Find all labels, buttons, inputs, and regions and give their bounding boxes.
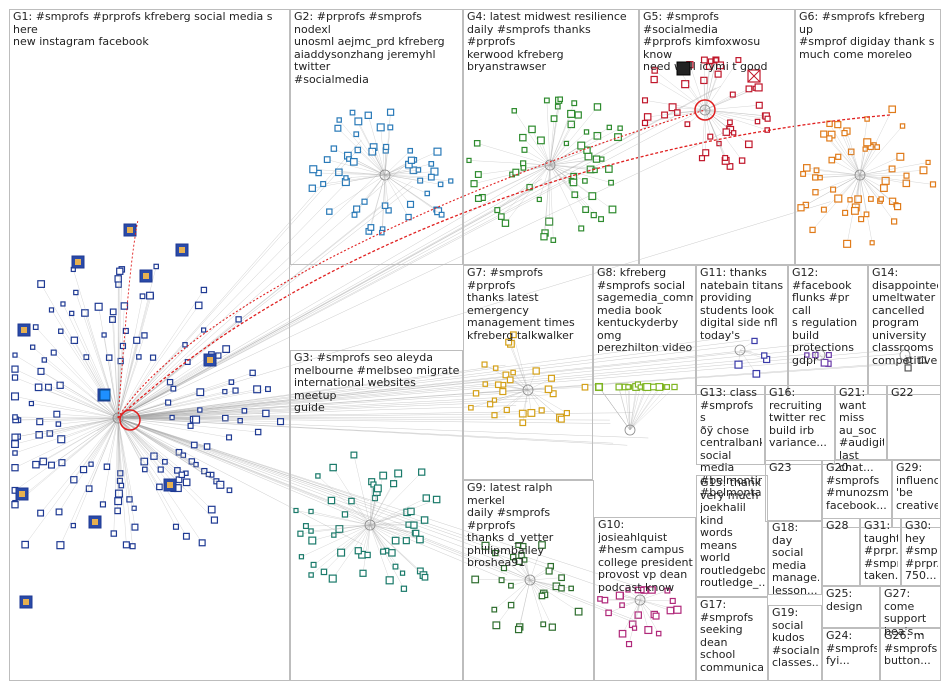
group-label: G8: kfreberg #smprofs social sagemedia_c… xyxy=(597,267,693,354)
group-label: G19: social kudos #socialm... classes... xyxy=(772,607,819,669)
group-cell-g8: G8: kfreberg #smprofs social sagemedia_c… xyxy=(593,265,696,395)
group-cell-g19: G19: social kudos #socialm... classes... xyxy=(768,605,822,681)
group-cell-g6: G6: #smprofs kfreberg up #smprof digiday… xyxy=(795,9,941,265)
group-label: G7: #smprofs #prprofs thanks latest emer… xyxy=(467,267,575,342)
group-label: G9: latest ralph merkel daily #smprofs #… xyxy=(467,482,554,569)
group-cell-g21: G21: want miss au_soc #audigit... last c… xyxy=(835,385,887,474)
group-label: G21: want miss au_soc #audigit... last c… xyxy=(839,387,884,474)
group-label: G20: #smprofs #munozsm19 facebook... xyxy=(826,462,889,512)
group-cell-g18: G18: day social media manage... lesson..… xyxy=(768,520,822,597)
group-cell-g4: G4: latest midwest resilience daily #smp… xyxy=(463,9,639,265)
group-cell-g30: G30: hey #smpr... #prpr... 750... xyxy=(901,518,941,586)
group-cell-g11: G11: thanks natebain titans providing st… xyxy=(696,265,788,395)
group-cell-g2: G2: #prprofs #smprofs nodexl unosml aejm… xyxy=(290,9,463,265)
group-label: G5: #smprofs #socialmedia #prprofs kimfo… xyxy=(643,11,768,73)
group-label: G24: #smprofs fyi... xyxy=(826,630,877,667)
group-cell-g7: G7: #smprofs #prprofs thanks latest emer… xyxy=(463,265,593,480)
group-cell-g3: G3: #smprofs seo aleyda melbourne #melbs… xyxy=(290,350,463,681)
group-label: G23 xyxy=(769,462,792,474)
group-cell-g22: G22 xyxy=(887,385,941,460)
group-cell-g16: G16: recruiting twitter rec build irb va… xyxy=(765,385,835,465)
group-cell-g12: G12: #facebook flunks #pr call s regulat… xyxy=(788,265,868,395)
group-label: G10: josieahlquist #hesm campus college … xyxy=(598,519,693,594)
group-label: G1: #smprofs #prprofs kfreberg social me… xyxy=(13,11,273,48)
group-label: G15: thank very much joekhalil kind word… xyxy=(700,477,765,589)
group-label: G28 xyxy=(826,520,849,532)
group-label: G2: #prprofs #smprofs nodexl unosml aejm… xyxy=(294,11,445,86)
group-label: G14: disappointed umeltwater cancelled p… xyxy=(872,267,938,367)
group-cell-g9: G9: latest ralph merkel daily #smprofs #… xyxy=(463,480,594,681)
group-label: G27: come support bea's... xyxy=(884,588,927,638)
group-cell-g5: G5: #smprofs #socialmedia #prprofs kimfo… xyxy=(639,9,795,265)
group-label: G4: latest midwest resilience daily #smp… xyxy=(467,11,627,73)
group-cell-g17: G17: #smprofs seeking dean school commun… xyxy=(696,597,768,681)
group-label: G11: thanks natebain titans providing st… xyxy=(700,267,784,342)
group-label: G29: influenc... 'be creative... xyxy=(896,462,938,512)
group-cell-g15: G15: thank very much joekhalil kind word… xyxy=(696,475,768,597)
group-cell-g26: G26: m #smprofs button... xyxy=(880,628,941,681)
group-label: G31: taught #prpr... #smpr... taken... xyxy=(864,520,898,582)
group-cell-g10: G10: josieahlquist #hesm campus college … xyxy=(594,517,696,681)
group-label: G18: day social media manage... lesson..… xyxy=(772,522,819,597)
group-label: G26: m #smprofs button... xyxy=(884,630,938,667)
group-label: G6: #smprofs kfreberg up #smprof digiday… xyxy=(799,11,935,61)
group-label: G16: recruiting twitter rec build irb va… xyxy=(769,387,827,449)
group-label: G13: class #smprofs s ðÿ chose centralba… xyxy=(700,387,762,499)
group-cell-g29: G29: influenc... 'be creative... xyxy=(892,460,941,528)
group-cell-g28: G28 xyxy=(822,518,860,586)
group-cell-g24: G24: #smprofs fyi... xyxy=(822,628,880,681)
group-cell-g20: G20: #smprofs #munozsm19 facebook... xyxy=(822,460,892,528)
group-cell-g27: G27: come support bea's... xyxy=(880,586,941,637)
group-cell-g14: G14: disappointed umeltwater cancelled p… xyxy=(868,265,941,395)
group-label: G30: hey #smpr... #prpr... 750... xyxy=(905,520,938,582)
group-cell-g25: G25: design xyxy=(822,586,880,628)
group-label: G22 xyxy=(891,387,914,399)
group-label: G25: design xyxy=(826,588,863,613)
group-cell-g31: G31: taught #prpr... #smpr... taken... xyxy=(860,518,901,586)
group-label: G12: #facebook flunks #pr call s regulat… xyxy=(792,267,858,367)
group-cell-g13: G13: class #smprofs s ðÿ chose centralba… xyxy=(696,385,765,499)
group-label: G3: #smprofs seo aleyda melbourne #melbs… xyxy=(294,352,460,414)
group-cell-g1: G1: #smprofs #prprofs kfreberg social me… xyxy=(9,9,290,681)
group-label: G17: #smprofs seeking dean school commun… xyxy=(700,599,765,674)
group-cell-g23: G23 xyxy=(765,460,822,522)
